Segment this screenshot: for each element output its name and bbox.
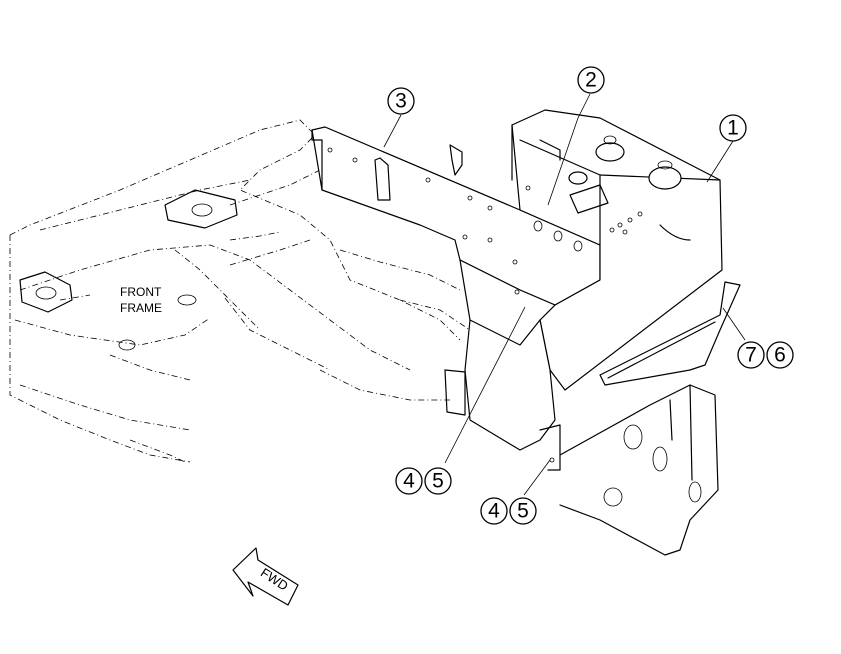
svg-text:3: 3 (395, 90, 407, 113)
support-bracket (444, 259, 561, 471)
svg-text:7: 7 (745, 344, 757, 367)
callout-3: 3 (387, 87, 415, 115)
callout-6: 6 (766, 341, 794, 369)
front-frame-outline (9, 119, 471, 463)
callout-4-lower: 4 (480, 497, 508, 525)
terminal-post (648, 166, 682, 190)
fwd-arrow-icon: FWD (232, 547, 299, 606)
callout-4-upper: 4 (395, 467, 423, 495)
callout-7: 7 (737, 341, 765, 369)
svg-text:4: 4 (488, 500, 500, 523)
svg-text:5: 5 (517, 500, 529, 523)
svg-text:2: 2 (585, 69, 597, 92)
frame-pad-center (164, 189, 238, 229)
terminal-post (595, 142, 625, 162)
callout-2: 2 (577, 66, 605, 94)
callout-5-upper: 5 (424, 467, 452, 495)
terminal-post (568, 171, 588, 185)
frame-pad-left (19, 271, 73, 313)
callout-1: 1 (719, 114, 747, 142)
rear-frame (559, 384, 719, 556)
svg-text:6: 6 (774, 344, 786, 367)
front-frame-label-2: FRAME (120, 301, 162, 315)
frame-hole (177, 294, 197, 306)
svg-text:5: 5 (432, 470, 444, 493)
frame-hole (118, 339, 136, 351)
hold-down-strap (599, 281, 741, 386)
front-frame-label-1: FRONT (120, 285, 162, 299)
leader-lines (383, 93, 746, 496)
svg-text:4: 4 (403, 470, 415, 493)
callout-5-lower: 5 (509, 497, 537, 525)
svg-text:1: 1 (727, 117, 739, 140)
battery-box (511, 109, 723, 391)
